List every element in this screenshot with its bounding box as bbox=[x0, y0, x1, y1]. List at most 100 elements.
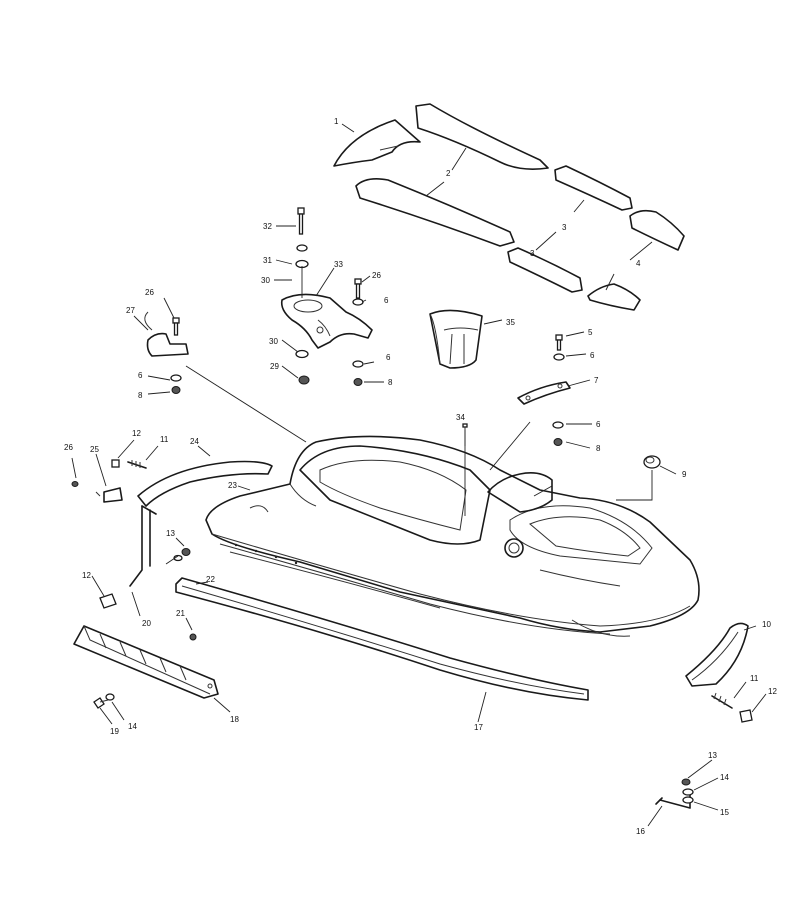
bracket-20 bbox=[129, 505, 157, 587]
nut-13-right bbox=[681, 778, 691, 786]
callout-33: 33 bbox=[334, 260, 343, 269]
callout-1: 1 bbox=[334, 117, 339, 126]
callout-6-left: 6 bbox=[138, 371, 143, 380]
callout-8-center: 8 bbox=[388, 378, 393, 387]
callout-12-right: 12 bbox=[768, 687, 777, 696]
pivot-bracket-33 bbox=[280, 293, 373, 349]
callout-29: 29 bbox=[270, 362, 279, 371]
callout-6-right: 6 bbox=[590, 351, 595, 360]
storage-bin-35 bbox=[429, 309, 483, 369]
nut-8-left bbox=[171, 386, 181, 394]
bolt-26-left bbox=[172, 317, 180, 336]
callout-9: 9 bbox=[682, 470, 687, 479]
callout-14-right: 14 bbox=[720, 773, 729, 782]
strap-7 bbox=[517, 381, 571, 405]
callout-24: 24 bbox=[190, 437, 199, 446]
washer-6-left bbox=[170, 374, 182, 382]
rivet-26-left bbox=[71, 481, 79, 487]
callout-6-center: 6 bbox=[384, 296, 389, 305]
leader-lines bbox=[71, 123, 767, 827]
callout-17: 17 bbox=[474, 723, 483, 732]
callout-labels: 1 2 3 3 4 32 31 30 33 26 6 30 29 6 8 35 … bbox=[64, 117, 777, 836]
callout-22: 22 bbox=[206, 575, 215, 584]
washer-6-right bbox=[553, 353, 565, 361]
callout-7: 7 bbox=[594, 376, 599, 385]
callout-12-bottom-left: 12 bbox=[82, 571, 91, 580]
callout-34: 34 bbox=[456, 413, 465, 422]
callout-16: 16 bbox=[636, 827, 645, 836]
washer-15 bbox=[682, 796, 694, 804]
bolt-32 bbox=[297, 207, 305, 235]
rub-rail-17 bbox=[175, 577, 589, 701]
callout-8-left: 8 bbox=[138, 391, 143, 400]
callout-4: 4 bbox=[636, 259, 641, 268]
callout-5: 5 bbox=[588, 328, 593, 337]
deck-mat-4-upper bbox=[629, 209, 685, 251]
callout-13-left: 13 bbox=[166, 529, 175, 538]
callout-21: 21 bbox=[176, 609, 185, 618]
callout-32: 32 bbox=[263, 222, 272, 231]
screw-11-left bbox=[127, 460, 147, 469]
screw-11-right bbox=[711, 692, 733, 709]
callout-31: 31 bbox=[263, 256, 272, 265]
bolt-26-center bbox=[354, 278, 362, 299]
callout-6-center-low: 6 bbox=[386, 353, 391, 362]
callout-28: 26 bbox=[145, 288, 154, 297]
deck-mat-3-upper bbox=[554, 165, 633, 211]
washer-31 bbox=[296, 244, 308, 252]
callout-26-center: 26 bbox=[372, 271, 381, 280]
clip-25 bbox=[95, 487, 123, 503]
callout-23: 23 bbox=[228, 481, 237, 490]
screw-21 bbox=[189, 633, 197, 641]
callout-14-left: 14 bbox=[128, 722, 137, 731]
bracket-16 bbox=[655, 789, 691, 809]
deck-mat-3-lower bbox=[507, 247, 583, 293]
handle-10 bbox=[685, 622, 749, 687]
callout-11-left: 11 bbox=[160, 435, 169, 444]
washer-14-grate bbox=[105, 693, 115, 701]
callout-25: 25 bbox=[90, 445, 99, 454]
nut-29 bbox=[298, 375, 310, 385]
washer-14-left-side bbox=[173, 554, 183, 562]
bolt-5 bbox=[555, 334, 563, 351]
hull-body bbox=[205, 435, 700, 637]
callout-10: 10 bbox=[762, 620, 771, 629]
callout-19: 19 bbox=[110, 727, 119, 736]
callout-26-left: 26 bbox=[64, 443, 73, 452]
nut-8-center bbox=[353, 378, 363, 386]
callout-18: 18 bbox=[230, 715, 239, 724]
callout-12-top-left: 12 bbox=[132, 429, 141, 438]
trim-24 bbox=[137, 460, 273, 507]
callout-8-right: 8 bbox=[596, 444, 601, 453]
hinge-27 bbox=[144, 311, 189, 357]
nut-12-bottom-left bbox=[99, 593, 117, 609]
washer-30-bottom bbox=[295, 349, 309, 359]
deck-mat-4-lower bbox=[587, 283, 641, 311]
intake-grate-18 bbox=[73, 625, 219, 699]
callout-20: 20 bbox=[142, 619, 151, 628]
callout-30-bottom: 30 bbox=[269, 337, 278, 346]
washer-6-center-low bbox=[352, 360, 364, 368]
callout-6-right-low: 6 bbox=[596, 420, 601, 429]
callout-3-lower: 3 bbox=[530, 249, 535, 258]
washer-6-right-low bbox=[552, 421, 564, 429]
callout-2: 2 bbox=[446, 169, 451, 178]
deck-mat-1 bbox=[333, 119, 421, 167]
callout-15: 15 bbox=[720, 808, 729, 817]
callout-13-right: 13 bbox=[708, 751, 717, 760]
bolt-19 bbox=[93, 697, 109, 709]
nut-8-right bbox=[553, 438, 563, 446]
callout-30-top: 30 bbox=[261, 276, 270, 285]
callout-3-upper: 3 bbox=[562, 223, 567, 232]
callout-27: 27 bbox=[126, 306, 135, 315]
callout-11-right: 11 bbox=[750, 674, 759, 683]
cap-9 bbox=[643, 455, 661, 469]
deck-mat-2-upper bbox=[415, 103, 549, 170]
washer-6-center bbox=[352, 298, 364, 306]
nut-12-top-left bbox=[111, 459, 120, 468]
callout-35: 35 bbox=[506, 318, 515, 327]
nut-13-left bbox=[181, 548, 191, 556]
nut-12-right bbox=[739, 709, 753, 723]
washer-14-right bbox=[682, 788, 694, 796]
